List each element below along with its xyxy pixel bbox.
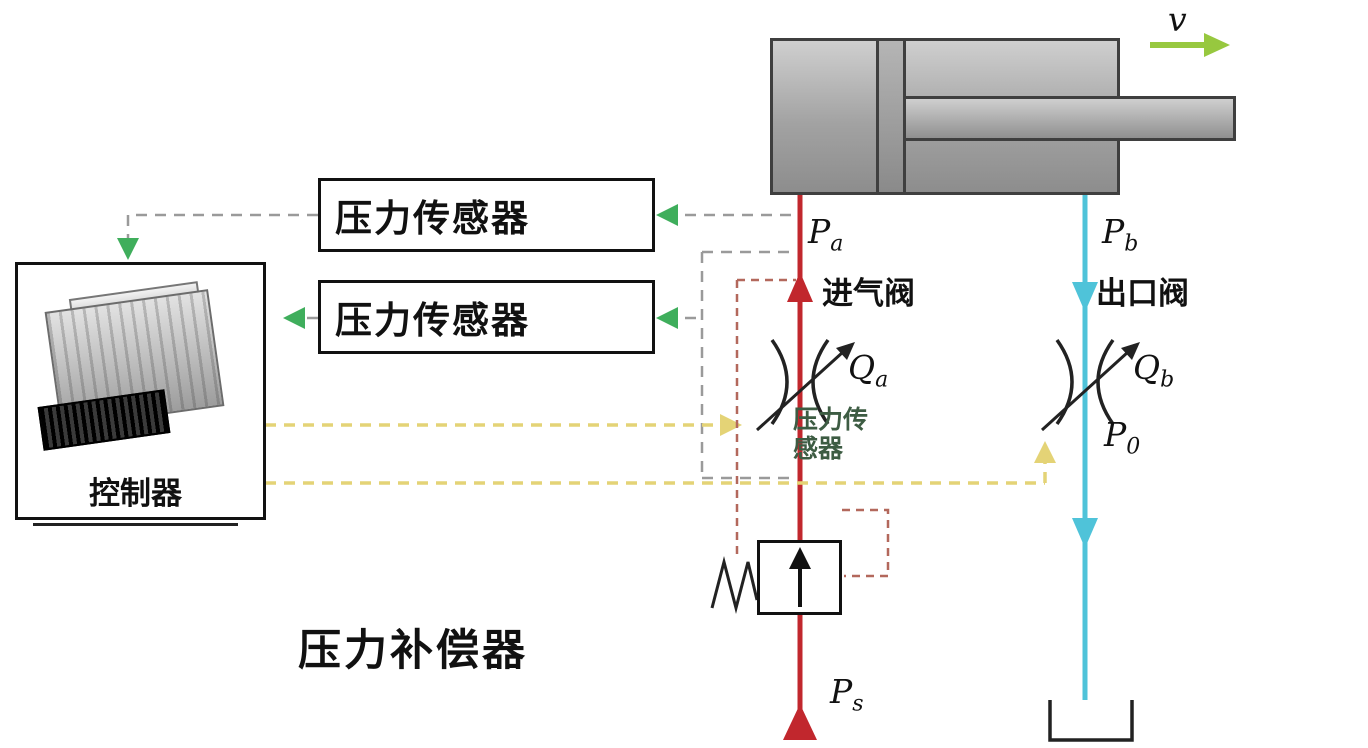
sensor-small-label: 压力传 感器 bbox=[793, 406, 869, 463]
cylinder-piston bbox=[876, 41, 906, 192]
outlet-valve-adjust-arrow bbox=[1040, 350, 1130, 432]
pressure-sensor-box-2: 压力传感器 bbox=[318, 280, 655, 354]
return-flow-arrow-lower bbox=[1072, 518, 1098, 548]
compensator-arrow bbox=[789, 547, 811, 607]
green-arrow-into-sensor2 bbox=[656, 307, 678, 329]
pressure-sensor-2-label: 压力传感器 bbox=[335, 300, 530, 341]
return-flow-arrow-upper bbox=[1072, 282, 1098, 312]
controller-label: 控制器 bbox=[33, 468, 238, 526]
intake-valve-adjust-arrow bbox=[755, 350, 845, 432]
intake-valve-right-arc bbox=[811, 338, 830, 426]
green-arrow-into-controller-right bbox=[283, 307, 305, 329]
velocity-arrow-head bbox=[1204, 33, 1230, 57]
tank-symbol bbox=[1048, 700, 1134, 742]
intake-valve-label: 进气阀 bbox=[822, 276, 915, 311]
outlet-valve-label: 出口阀 bbox=[1096, 276, 1189, 311]
pressure-sensor-box-1: 压力传感器 bbox=[318, 178, 655, 252]
pressure-sensor-1-label: 压力传感器 bbox=[335, 198, 530, 239]
outlet-valve-left-arc bbox=[1055, 338, 1074, 426]
intake-valve-left-arc bbox=[770, 338, 789, 426]
velocity-label: v bbox=[1168, 0, 1187, 39]
green-arrow-into-sensor1 bbox=[656, 204, 678, 226]
outlet-valve-right-arc bbox=[1096, 338, 1115, 426]
green-arrow-into-controller-top bbox=[117, 238, 139, 260]
intake-valve-arrow-head bbox=[836, 342, 855, 360]
qb-label: Qb bbox=[1133, 348, 1175, 393]
pilot-line-loop bbox=[842, 508, 890, 578]
pressure-compensator-label: 压力补偿器 bbox=[298, 627, 528, 675]
supply-flow-arrow bbox=[787, 272, 813, 302]
cylinder-rod bbox=[903, 96, 1236, 141]
control-signal-outlet-arrow bbox=[1034, 441, 1056, 463]
pb-label: Pb bbox=[1102, 212, 1139, 257]
qa-label: Qa bbox=[848, 348, 889, 393]
compensator-spring bbox=[710, 556, 759, 614]
pressure-compensator-symbol bbox=[757, 540, 842, 615]
pa-label: Pa bbox=[808, 212, 844, 257]
ps-label: Ps bbox=[830, 672, 864, 717]
p0-label: P0 bbox=[1104, 415, 1141, 460]
control-signal-intake-arrow bbox=[720, 414, 742, 436]
supply-source-triangle bbox=[783, 704, 817, 740]
outlet-valve-arrow-head bbox=[1121, 342, 1140, 360]
